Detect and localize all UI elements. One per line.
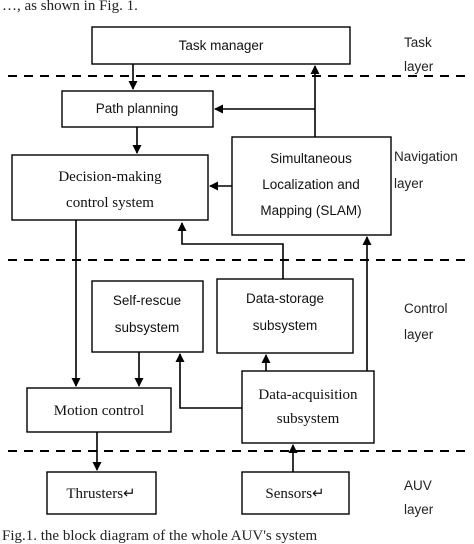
decision-making-box: Decision-making control system: [11, 154, 209, 221]
slam-label-1: Simultaneous: [270, 151, 352, 166]
motion-control-box: Motion control: [26, 387, 172, 433]
layer-label-task-1: Task: [404, 35, 432, 50]
data-storage-label-1: Data-storage: [246, 291, 324, 306]
self-rescue-label-1: Self-rescue: [113, 293, 181, 308]
sensors-box: Sensors↵: [241, 471, 350, 515]
layer-label-auv-1: AUV: [404, 478, 432, 493]
self-rescue-box: Self-rescue subsystem: [91, 280, 204, 353]
top-caption: …, as shown in Fig. 1.: [2, 0, 138, 14]
layer-label-control-2: layer: [404, 327, 434, 342]
data-storage-label-2: subsystem: [253, 318, 318, 333]
data-acquisition-label-2: subsystem: [277, 411, 340, 427]
layer-label-auv-2: layer: [404, 502, 434, 517]
path-planning-label: Path planning: [96, 101, 179, 116]
arrow-storage-to-decision: [177, 222, 284, 279]
data-acquisition-label-1: Data-acquisition: [258, 387, 358, 403]
task-manager-box: Task manager: [91, 26, 351, 65]
data-storage-box: Data-storage subsystem: [216, 278, 354, 354]
task-manager-label: Task manager: [179, 38, 264, 53]
slam-box: Simultaneous Localization and Mapping (S…: [231, 136, 392, 236]
thrusters-box: Thrusters↵: [46, 471, 157, 515]
thrusters-label: Thrusters↵: [66, 486, 135, 502]
path-planning-box: Path planning: [61, 90, 214, 128]
slam-label-2: Localization and: [262, 177, 360, 192]
decision-making-label-2: control system: [66, 195, 154, 211]
figure-caption: Fig.1. the block diagram of the whole AU…: [2, 528, 317, 544]
slam-label-3: Mapping (SLAM): [260, 203, 361, 218]
layer-label-navigation-2: layer: [394, 176, 424, 191]
arrow-acquisition-to-rescue: [175, 353, 242, 409]
sensors-label: Sensors↵: [265, 486, 324, 502]
motion-control-label: Motion control: [54, 403, 144, 419]
decision-making-label-1: Decision-making: [58, 169, 162, 185]
layer-label-control-1: Control: [404, 301, 448, 316]
layer-label-task-2: layer: [404, 59, 434, 74]
layer-label-navigation-1: Navigation: [394, 149, 458, 164]
self-rescue-label-2: subsystem: [115, 320, 180, 335]
data-acquisition-box: Data-acquisition subsystem: [241, 370, 375, 444]
